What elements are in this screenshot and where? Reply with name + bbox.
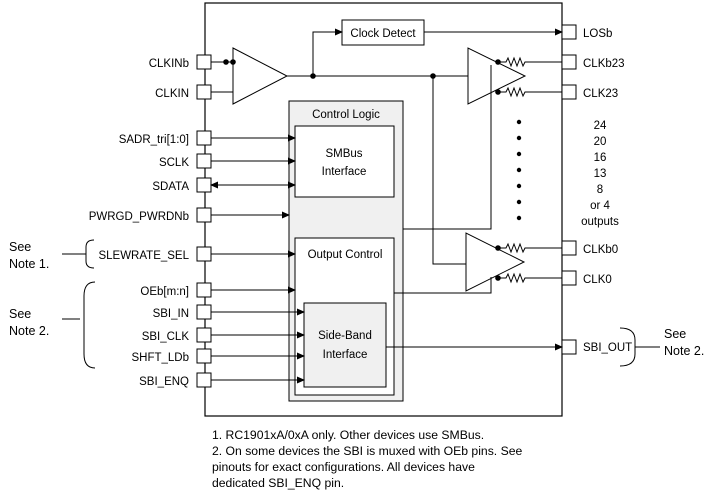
pin-losb: LOSb [583, 28, 612, 40]
outputs-count: 24 20 16 13 8 or 4 outputs [581, 120, 619, 228]
smbus-label-2: Interface [322, 166, 367, 178]
input-wiring [211, 28, 563, 265]
output-control-title: Output Control [308, 249, 383, 261]
smbus-label-1: SMBus [325, 148, 362, 160]
svg-text:8: 8 [597, 184, 603, 196]
smbus-interface-block [294, 125, 395, 198]
junction-dots [223, 59, 436, 79]
footnote-1: 1. RC1901xA/0xA only. Other devices use … [212, 428, 485, 442]
output-wiring-0 [498, 242, 562, 284]
continuation-dots [516, 119, 522, 221]
control-logic-title: Control Logic [312, 109, 380, 121]
footnote-4: dedicated SBI_ENQ pin. [212, 476, 345, 490]
pin-clkin: CLKIN [155, 88, 189, 100]
pin-sbi-in: SBI_IN [153, 308, 189, 320]
pin-sadr: SADR_tri[1:0] [119, 134, 189, 146]
sideband-interface-block [303, 302, 387, 388]
note3-line1: See [664, 327, 686, 341]
footnotes: 1. RC1901xA/0xA only. Other devices use … [212, 427, 522, 491]
pin-slewrate: SLEWRATE_SEL [98, 250, 189, 262]
output-dots-23 [495, 59, 501, 95]
pin-oeb: OEb[m:n] [140, 286, 189, 298]
sideband-label-2: Interface [323, 349, 368, 361]
note1-line1: See [9, 240, 31, 254]
pin-sdata: SDATA [152, 181, 189, 193]
pin-sbi-out: SBI_OUT [583, 342, 632, 354]
right-pin-squares [561, 24, 577, 355]
svg-text:24: 24 [594, 120, 607, 132]
pin-sbi-enq: SBI_ENQ [139, 376, 189, 388]
footnote-2: 2. On some devices the SBI is muxed with… [212, 444, 523, 458]
pin-clkb0: CLKb0 [583, 244, 618, 256]
pin-sclk: SCLK [159, 157, 189, 169]
output-dots-0 [495, 245, 501, 281]
pin-clk0: CLK0 [583, 274, 612, 286]
note1-line2: Note 1. [9, 257, 49, 271]
note2-line2: Note 2. [9, 324, 49, 338]
note-brackets [62, 239, 660, 369]
output-wiring-23 [498, 56, 562, 98]
clock-detect-label: Clock Detect [350, 28, 416, 40]
pin-pwrgd: PWRGD_PWRDNb [89, 211, 189, 223]
pin-clkinb: CLKINb [149, 58, 189, 70]
svg-text:outputs: outputs [581, 216, 619, 228]
pin-clkb23: CLKb23 [583, 58, 625, 70]
pin-shft-ld: SHFT_LDb [131, 352, 189, 364]
sideband-label-1: Side-Band [318, 330, 372, 342]
output-buffer-0 [465, 232, 526, 292]
left-signal-arrows [210, 134, 563, 384]
svg-text:20: 20 [594, 136, 607, 148]
left-pin-squares [196, 54, 212, 388]
svg-text:or 4: or 4 [590, 200, 610, 212]
note3-line2: Note 2. [664, 344, 704, 358]
control-lines [394, 65, 492, 294]
svg-text:16: 16 [594, 152, 607, 164]
svg-text:13: 13 [594, 168, 607, 180]
footnote-3: pinouts for exact configurations. All de… [212, 460, 475, 474]
input-buffer [232, 47, 289, 105]
pin-clk23: CLK23 [583, 88, 618, 100]
note2-line1: See [9, 307, 31, 321]
pin-sbi-clk: SBI_CLK [142, 331, 190, 343]
